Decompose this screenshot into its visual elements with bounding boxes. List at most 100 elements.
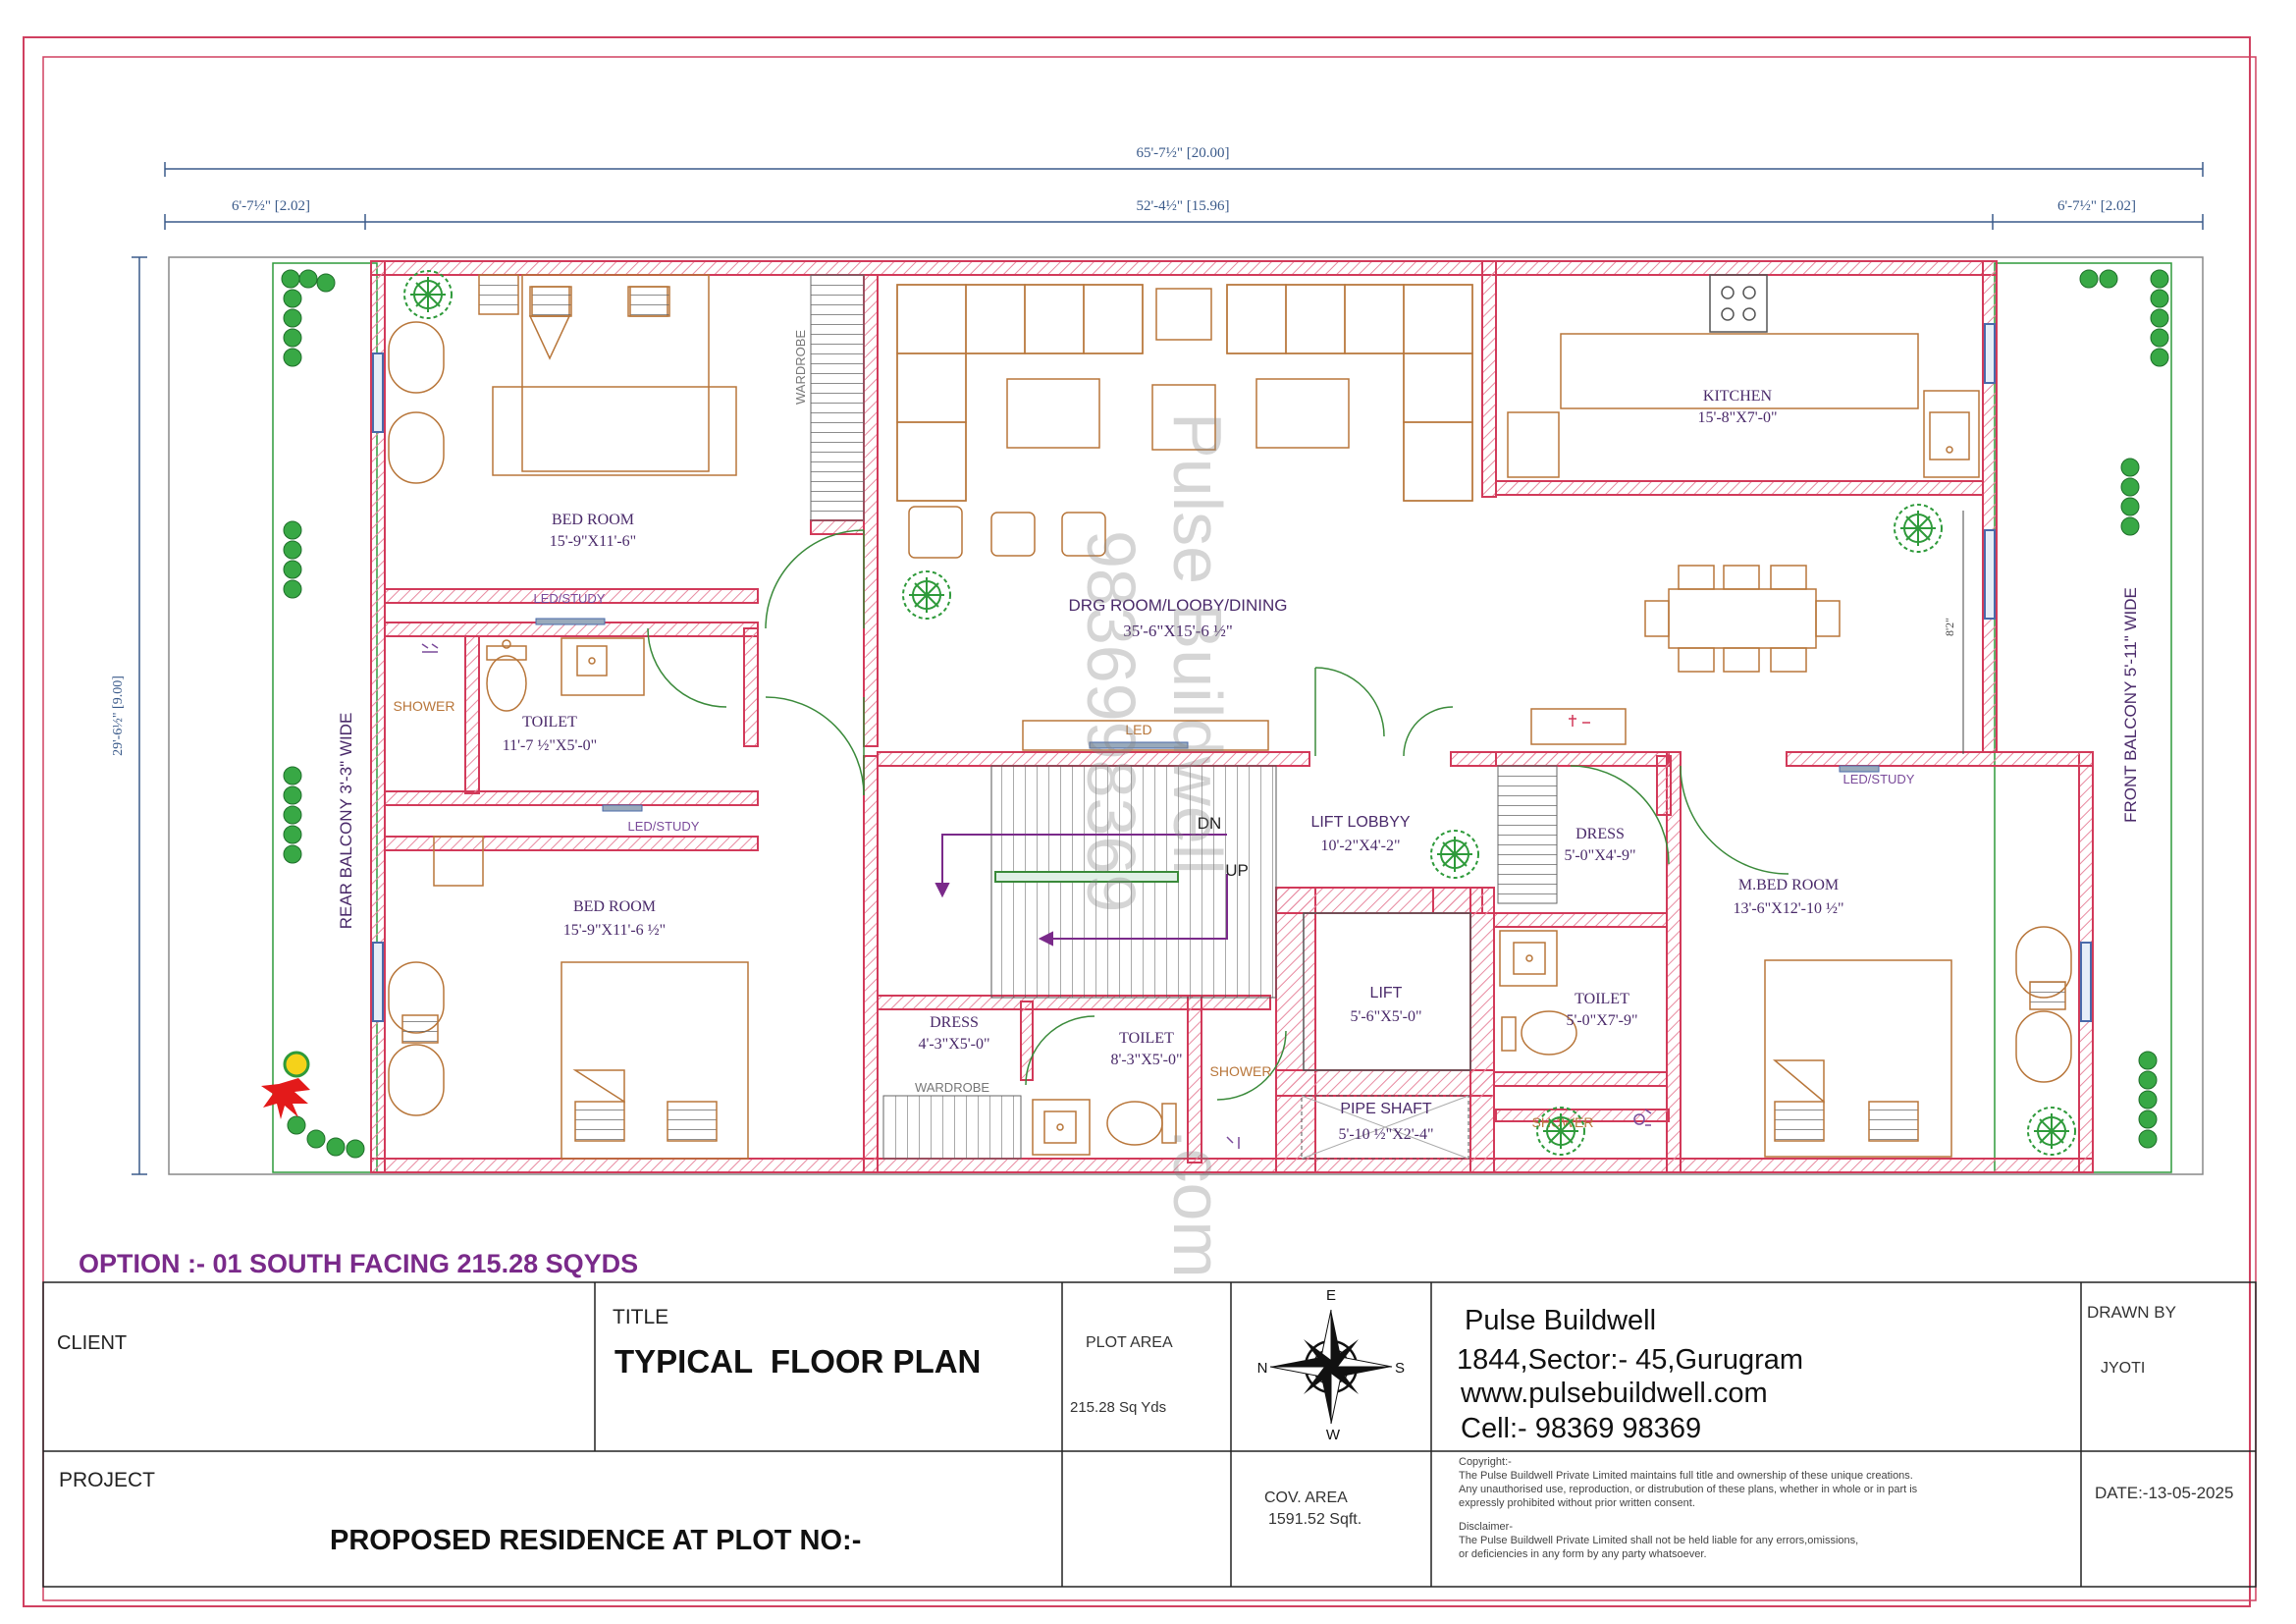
led-study-2-tv: [602, 804, 643, 812]
copyright-line3: expressly prohibited without prior writt…: [1459, 1497, 1695, 1509]
overall-width-dim: 65'-7½" [20.00]: [1136, 145, 1229, 161]
pipe-shaft-box: [1301, 1095, 1469, 1160]
project-value: PROPOSED RESIDENCE AT PLOT NO:-: [330, 1525, 861, 1556]
wardrobe-2: [882, 1095, 1022, 1160]
kitchen-size: 15'-8"X7'-0": [1697, 409, 1777, 426]
dress-1-size: 4'-3"X5'-0": [918, 1036, 989, 1053]
m-bedroom-name: M.BED ROOM: [1738, 877, 1839, 893]
shower-1-label: SHOWER: [394, 698, 455, 714]
led-tv: [1089, 741, 1189, 749]
windows: [372, 323, 2092, 1022]
plot-area-value: 215.28 Sq Yds: [1070, 1399, 1166, 1416]
dress-2-name: DRESS: [1575, 826, 1625, 842]
dimension-lines: [132, 162, 2204, 1175]
lift-size: 5'-6"X5'-0": [1350, 1008, 1421, 1025]
walls: [370, 260, 2094, 1173]
led-study-2-label: LED/STUDY: [628, 819, 700, 834]
toilet-3-fixtures: [1499, 930, 1652, 1126]
bedroom-2-furniture: [388, 836, 749, 1160]
company-web: www.pulsebuildwell.com: [1460, 1378, 1768, 1409]
pipe-shaft-name: PIPE SHAFT: [1340, 1101, 1432, 1117]
pipe-shaft-size: 5'-10 ½"X2'-4": [1338, 1126, 1433, 1143]
toilet-3-size: 5'-0"X7'-9": [1566, 1012, 1637, 1029]
middle-segment-dim: 52'-4½" [15.96]: [1136, 198, 1229, 214]
company-address: 1844,Sector:- 45,Gurugram: [1457, 1344, 1803, 1376]
bedroom-2-name: BED ROOM: [573, 898, 656, 915]
vertical-dim: 29'-6½" [9.00]: [111, 676, 126, 756]
dress-1-name: DRESS: [930, 1014, 979, 1031]
option-label: OPTION :- 01 SOUTH FACING 215.28 SQYDS: [79, 1249, 638, 1278]
stairs-up-label: UP: [1225, 861, 1249, 880]
bedroom-1-size: 15'-9"X11'-6": [550, 533, 636, 550]
compass-e: E: [1326, 1287, 1336, 1304]
lift-lobby-size: 10'-2"X4'-2": [1320, 838, 1400, 854]
staircase-arrows: [934, 834, 1228, 947]
drawing-room-furniture: [896, 284, 1473, 751]
toilet-3-name: TOILET: [1575, 991, 1629, 1007]
led-study-1-tv: [535, 618, 606, 625]
rear-balcony-boundary: [272, 262, 378, 1173]
dining-table: [1530, 565, 1841, 745]
dress-2-size: 5'-0"X4'-9": [1564, 847, 1635, 864]
wardrobe-2-label: WARDROBE: [915, 1080, 989, 1095]
gap-marker-dim: 8'2": [1943, 618, 1956, 636]
copyright-line2: Any unauthorised use, reproduction, or d…: [1459, 1484, 1918, 1495]
compass-s: S: [1395, 1360, 1405, 1377]
drg-room-size: 35'-6"X15'-6 ½": [1123, 622, 1233, 640]
toilet-1-fixtures: [421, 637, 645, 712]
rear-balcony-label: REAR BALCONY 3'-3" WIDE: [337, 713, 355, 930]
sheet-outer-border: [23, 36, 2251, 1607]
title-label: TITLE: [613, 1306, 668, 1328]
m-bedroom-furniture: [1764, 926, 2072, 1158]
flower-icon: [261, 1051, 310, 1119]
front-balcony-label: FRONT BALCONY 5'-11" WIDE: [2121, 587, 2140, 823]
compass-rose-icon: [1269, 1309, 1393, 1425]
lift-lobby-name: LIFT LOBBYY: [1310, 814, 1410, 831]
plant-icons: [403, 270, 2076, 1156]
drg-room-name: DRG ROOM/LOOBY/DINING: [1069, 596, 1288, 615]
m-bedroom-size: 13'-6"X12'-10 ½": [1733, 900, 1843, 917]
title-block-grid: [42, 1281, 2257, 1588]
right-segment-dim: 6'-7½" [2.02]: [2057, 198, 2136, 214]
shower-2-label: SHOWER: [1210, 1063, 1272, 1079]
sheet-inner-border: [42, 56, 2257, 1601]
kitchen-fixtures: [1507, 274, 1980, 478]
title-value: TYPICAL FLOOR PLAN: [614, 1343, 981, 1380]
lift-car: [1303, 912, 1471, 1071]
disclaimer-line2: or deficiencies in any form by any party…: [1459, 1548, 1707, 1560]
wardrobe-1-label: WARDROBE: [793, 330, 808, 405]
dress-2-wardrobe: [1497, 765, 1558, 904]
wardrobe-1: [810, 274, 865, 521]
left-segment-dim: 6'-7½" [2.02]: [232, 198, 310, 214]
plot-area-label: PLOT AREA: [1086, 1334, 1173, 1351]
cov-area-label: COV. AREA: [1264, 1489, 1348, 1506]
disclaimer-heading: Disclaimer-: [1459, 1521, 1513, 1533]
drawn-by-value: JYOTI: [2101, 1360, 2145, 1377]
client-label: CLIENT: [57, 1332, 127, 1354]
bedroom-1-furniture: [388, 274, 737, 484]
toilet-1-size: 11'-7 ½"X5'-0": [503, 737, 597, 754]
disclaimer-line1: The Pulse Buildwell Private Limited shal…: [1459, 1535, 1858, 1546]
lift-name: LIFT: [1370, 985, 1403, 1001]
drawn-by-label: DRAWN BY: [2087, 1303, 2176, 1322]
toilet-2-size: 8'-3"X5'-0": [1110, 1052, 1182, 1068]
compass-n: N: [1257, 1360, 1268, 1377]
toilet-2-fixtures: [1032, 1099, 1240, 1156]
led-study-1-label: LED/STUDY: [534, 591, 606, 606]
led-tv-label: LED: [1125, 722, 1151, 737]
watermark-line3: .com: [1159, 1129, 1236, 1278]
toilet-1-name: TOILET: [522, 714, 577, 731]
bedroom-2-size: 15'-9"X11'-6 ½": [563, 922, 666, 939]
pipe-shaft-cross-2: [1301, 1095, 1469, 1160]
compass-w: W: [1326, 1427, 1341, 1443]
copyright-line1: The Pulse Buildwell Private Limited main…: [1459, 1470, 1913, 1482]
site-boundary: [168, 256, 2204, 1175]
company-name: Pulse Buildwell: [1465, 1305, 1656, 1336]
cov-area-value: 1591.52 Sqft.: [1268, 1511, 1362, 1528]
date-value: DATE:-13-05-2025: [2095, 1484, 2233, 1502]
watermark-line1: Pulse Buildwell: [1159, 412, 1236, 875]
toilet-2-name: TOILET: [1119, 1030, 1174, 1047]
kitchen-name: KITCHEN: [1703, 388, 1773, 405]
stairs-down-label: DN: [1198, 814, 1222, 833]
led-study-3-tv: [1839, 765, 1880, 773]
